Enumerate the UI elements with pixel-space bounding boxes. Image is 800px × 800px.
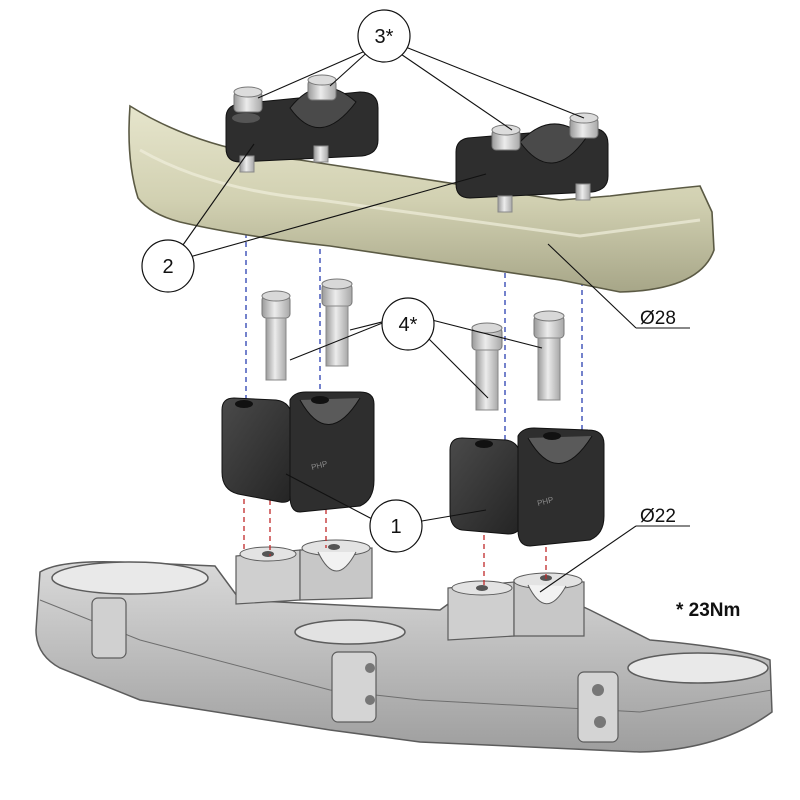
callout-4-label: 4* [399, 314, 418, 336]
cap-bolt-2 [307, 74, 337, 101]
left-fork-bore [51, 561, 209, 595]
svg-text:PHP: PHP [536, 495, 554, 508]
triple-clamp [35, 539, 773, 753]
cap-bolt-1 [233, 86, 263, 113]
riser-right: PHP [449, 427, 605, 547]
callout-2-label: 2 [162, 256, 173, 278]
riser-left: PHP [221, 391, 375, 513]
clamp-diameter-label: Ø22 [640, 506, 676, 527]
cap-bolt-3 [491, 124, 521, 151]
callout-4: 4* [381, 297, 435, 351]
callout-1-label: 1 [390, 516, 401, 538]
riser-bolt-3 [471, 322, 503, 411]
leader-lines [177, 43, 690, 593]
cap-bolts [233, 74, 599, 213]
callout-1: 1 [369, 499, 423, 553]
riser-bolt-4 [533, 310, 565, 401]
riser-bolts [261, 278, 565, 411]
callout-3: 3* [357, 9, 411, 63]
riser-bolt-1 [261, 290, 291, 381]
callout-3-label: 3* [375, 26, 394, 48]
riser-bolt-2 [321, 278, 353, 367]
torque-note: * 23Nm [676, 600, 740, 621]
handlebar [128, 104, 715, 293]
stem-bore [294, 619, 406, 645]
callout-2: 2 [141, 239, 195, 293]
right-fork-bore [627, 652, 769, 684]
handlebar-diameter-label: Ø28 [640, 308, 676, 329]
cap-bolt-tips [239, 145, 591, 213]
cap-bolt-4 [569, 112, 599, 139]
svg-text:PHP: PHP [310, 459, 328, 472]
